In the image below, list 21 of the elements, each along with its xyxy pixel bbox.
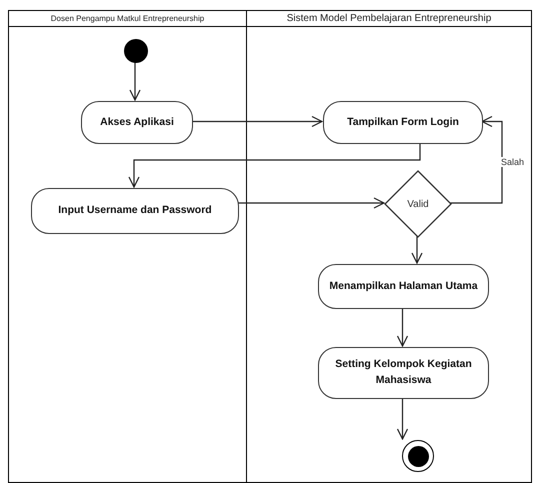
swimlane [8, 10, 247, 483]
lane-header: Sistem Model Pembelajaran Entrepreneurship [247, 11, 531, 27]
action-box: Input Username dan Password [31, 188, 239, 234]
arrow [396, 398, 408, 440]
arrow [450, 116, 503, 204]
decision-diamond: Valid [385, 171, 451, 237]
initial-node [124, 39, 148, 63]
arrow [192, 116, 323, 128]
arrow [396, 308, 408, 347]
swimlane [246, 10, 532, 483]
action-box: Akses Aplikasi [81, 101, 193, 144]
action-box: Tampilkan Form Login [323, 101, 483, 144]
arrow [238, 197, 385, 209]
action-box: Setting Kelompok Kegiatan Mahasiswa [318, 347, 489, 399]
final-node [402, 440, 434, 472]
edge-label: Salah [500, 157, 526, 167]
arrow [128, 143, 421, 188]
action-box: Menampilkan Halaman Utama [318, 264, 489, 309]
arrow [411, 236, 423, 264]
arrow [129, 62, 141, 101]
lane-header: Dosen Pengampu Matkul Entrepreneurship [9, 11, 246, 27]
